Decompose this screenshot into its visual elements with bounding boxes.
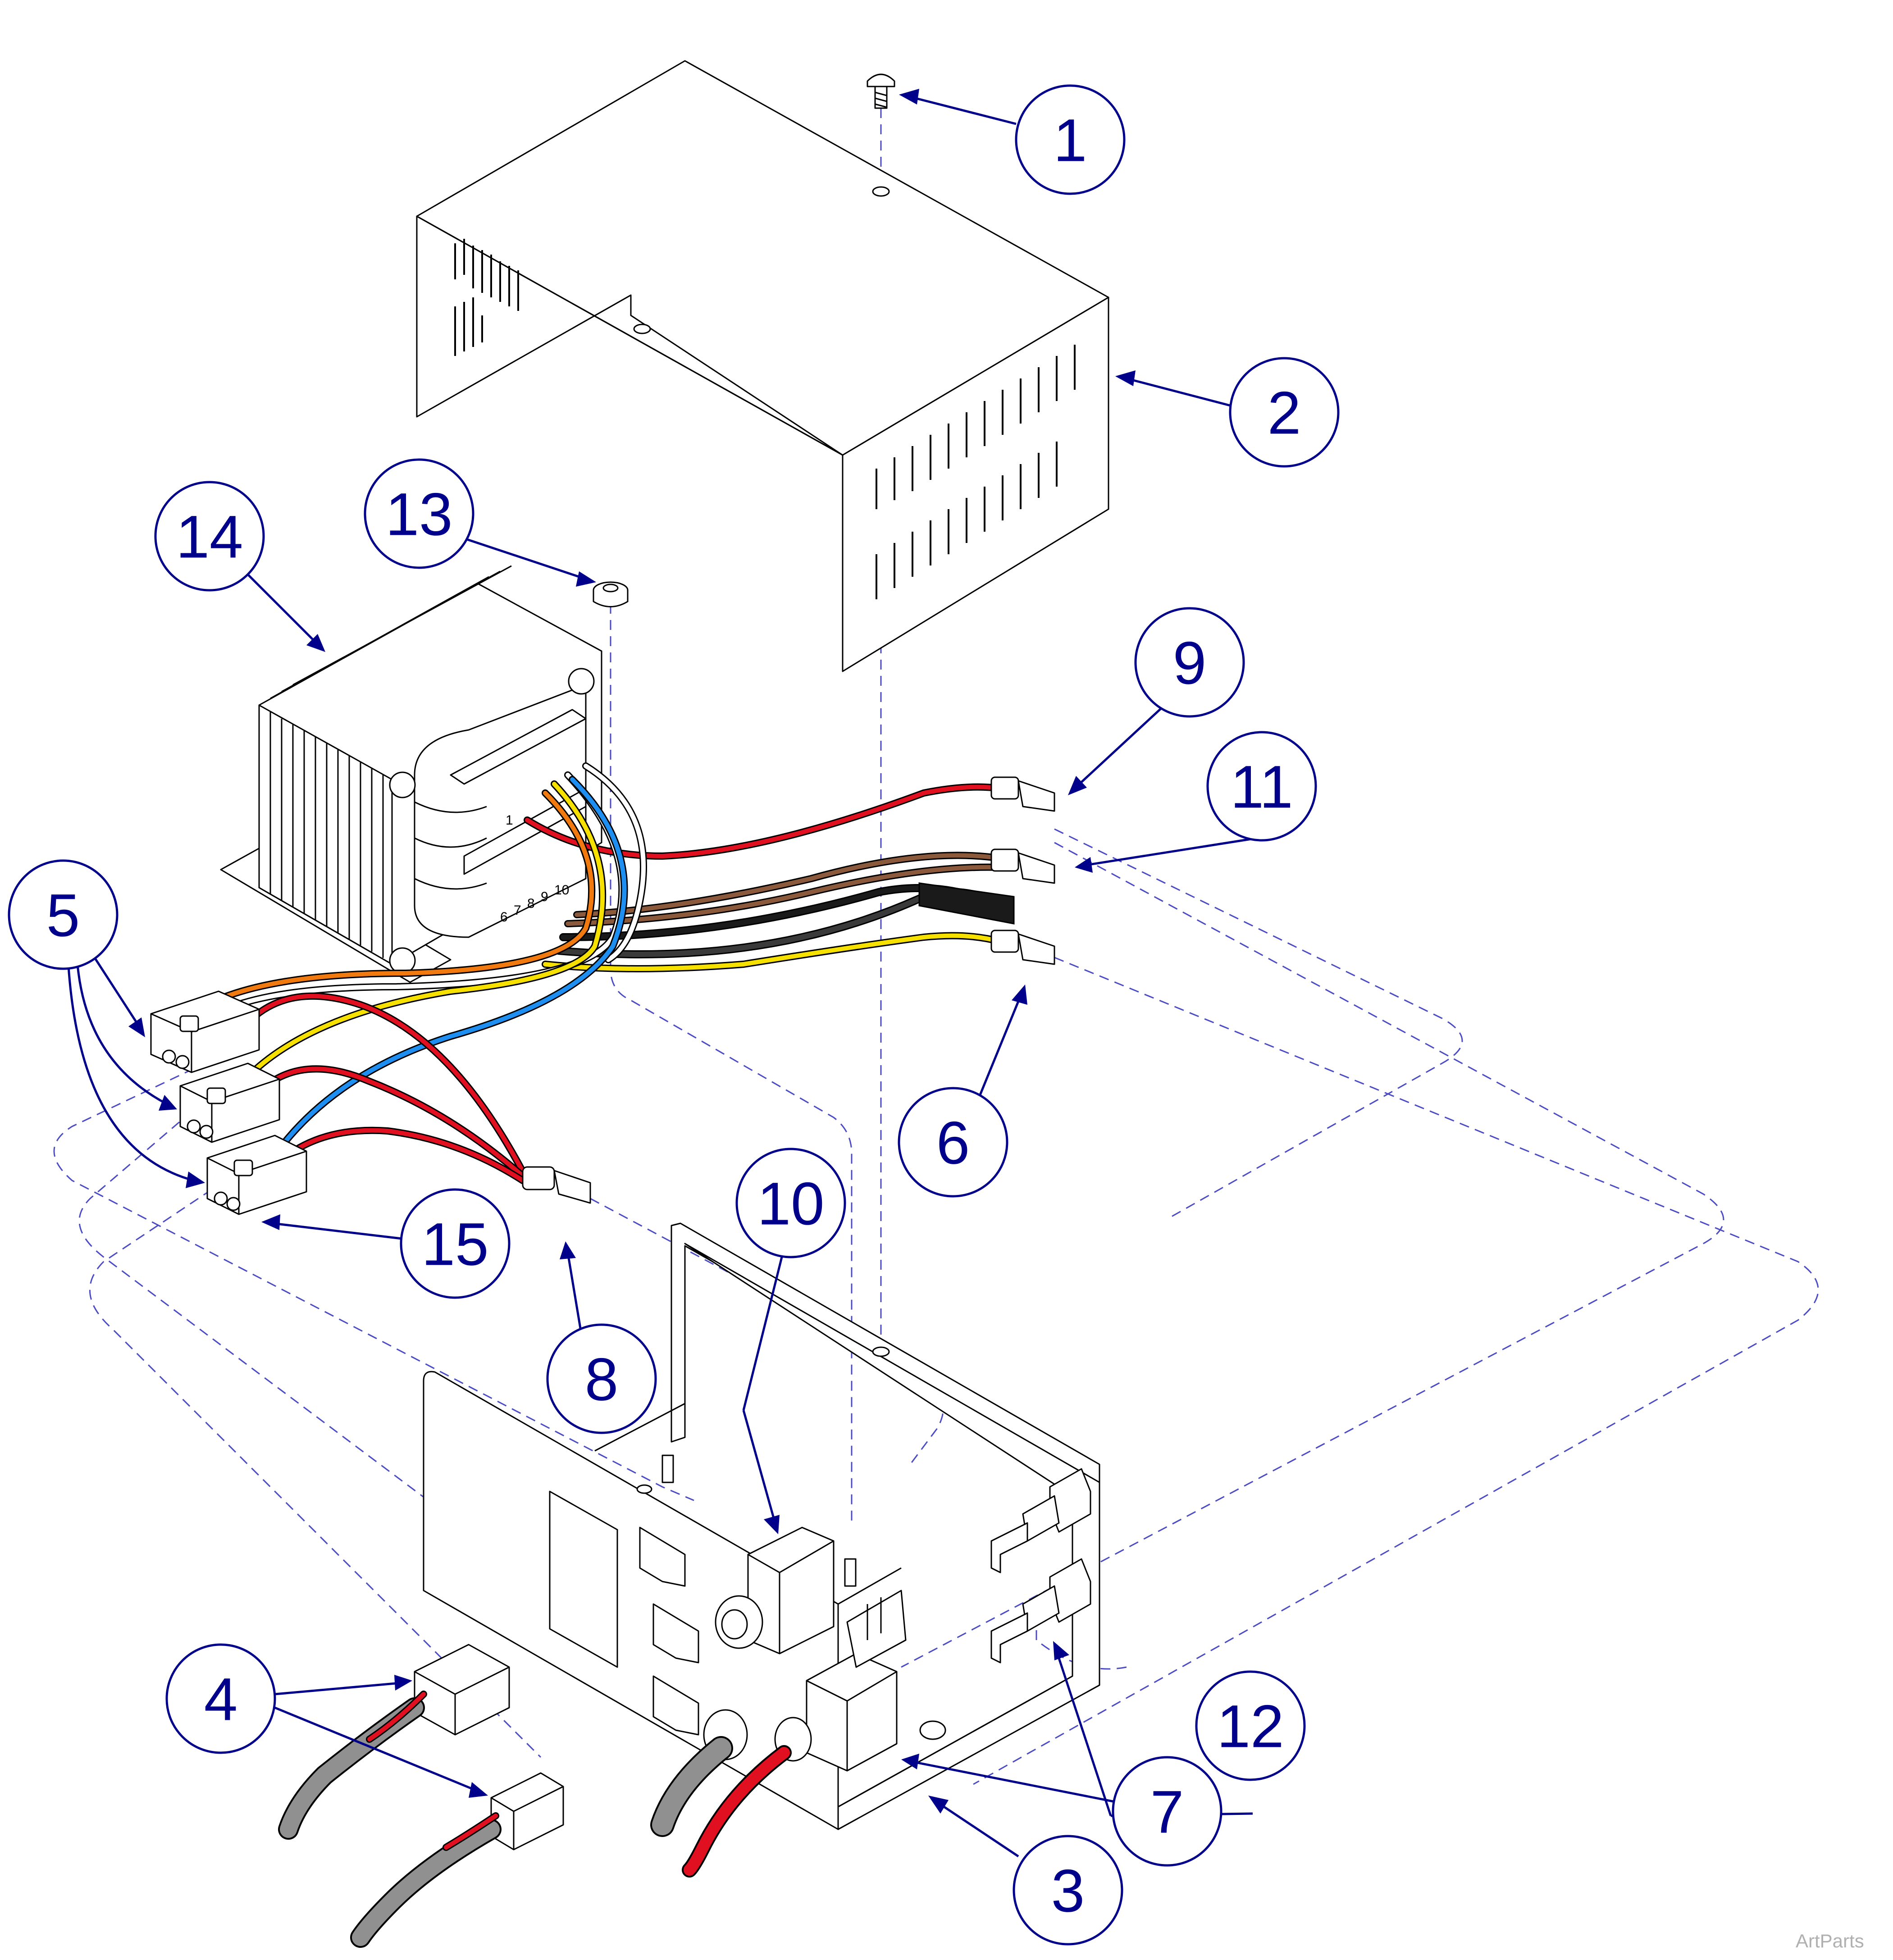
terminal-number-8: 8	[527, 896, 535, 911]
callout-8: 8	[546, 1323, 657, 1434]
terminal-number-6: 6	[500, 910, 508, 925]
callout-4: 4	[165, 1643, 276, 1754]
svg-text:8: 8	[585, 1346, 619, 1413]
screw-part-1	[867, 73, 895, 109]
terminal-number-10: 10	[554, 883, 569, 898]
nut-part-13	[593, 581, 629, 607]
relay-part-7	[774, 1590, 946, 1772]
harness-connector-upper	[278, 1644, 510, 1840]
callout-2: 2	[1229, 357, 1340, 468]
connector-housing-5c	[206, 1135, 307, 1215]
fuse-holders-part-12	[990, 1468, 1091, 1664]
callout-3: 3	[1013, 1835, 1123, 1946]
svg-text:9: 9	[1173, 630, 1207, 697]
svg-text:14: 14	[176, 504, 243, 571]
fuse-holder-upper	[990, 1468, 1091, 1573]
connector-housing-5a	[150, 990, 260, 1073]
terminal-number-7: 7	[514, 903, 521, 918]
svg-text:15: 15	[421, 1211, 488, 1278]
svg-text:7: 7	[1150, 1779, 1184, 1846]
svg-text:2: 2	[1268, 380, 1301, 447]
heat-shrink-black-leads	[918, 882, 1015, 925]
svg-text:1: 1	[1054, 107, 1087, 174]
terminal-number-9: 9	[541, 889, 548, 904]
callout-6: 6	[898, 1087, 1008, 1198]
callout-15: 15	[400, 1188, 511, 1299]
artparts-watermark: ArtParts	[1796, 1930, 1864, 1951]
front-wall-vents	[876, 345, 1076, 599]
switch-part-10	[715, 1527, 835, 1655]
svg-text:4: 4	[204, 1666, 238, 1733]
terminal-number-1: 1	[506, 813, 513, 828]
connector-housings-part-5	[150, 990, 307, 1215]
lamination-lines	[269, 565, 512, 958]
spade-terminal-part-6	[990, 930, 1055, 965]
svg-text:11: 11	[1230, 754, 1293, 821]
callout-11: 11	[1206, 731, 1317, 842]
callout-5: 5	[8, 859, 119, 970]
callout-13: 13	[364, 458, 474, 569]
callout-9: 9	[1134, 607, 1245, 718]
spade-terminal-part-11	[990, 848, 1055, 884]
callout-10: 10	[735, 1148, 846, 1258]
cable-assembly	[650, 1709, 792, 1878]
splice-connector-part-8	[522, 1166, 591, 1204]
connector-housing-5b	[179, 1062, 280, 1143]
cover-part-2	[416, 60, 1109, 672]
callout-1: 1	[1015, 84, 1126, 195]
callout-7: 7	[1112, 1756, 1222, 1867]
fuse-holder-lower	[990, 1558, 1091, 1664]
svg-text:3: 3	[1051, 1858, 1085, 1925]
spade-terminal-part-9	[990, 776, 1055, 812]
left-wall-vents	[454, 239, 519, 356]
base-plate-part-3	[423, 1222, 1100, 1830]
svg-text:13: 13	[385, 481, 452, 548]
leader-lines	[66, 89, 1258, 1858]
callout-12: 12	[1195, 1670, 1306, 1781]
svg-text:12: 12	[1217, 1693, 1284, 1760]
callout-14: 14	[154, 481, 265, 592]
harness-connectors-part-4	[278, 1644, 564, 1948]
harness-connector-lower	[350, 1772, 564, 1948]
svg-text:10: 10	[757, 1171, 824, 1238]
svg-text:5: 5	[46, 882, 80, 949]
transformer-part-14: 1 6 7 8 9 10	[220, 565, 602, 983]
svg-text:6: 6	[936, 1110, 970, 1177]
